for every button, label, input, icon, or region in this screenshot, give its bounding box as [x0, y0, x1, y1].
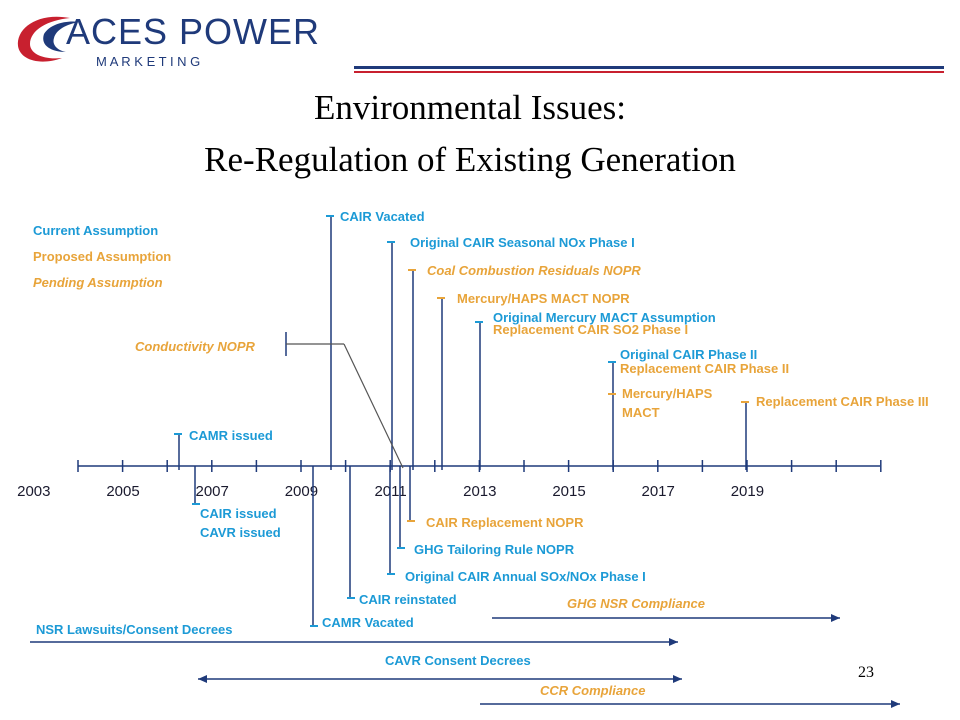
axis-year-label: 2017 [642, 483, 675, 500]
event-label: Replacement CAIR Phase II [620, 361, 789, 376]
event-label: CAIR reinstated [359, 592, 457, 607]
header-rule-accent [354, 71, 944, 73]
event-label: CAMR issued [189, 428, 273, 443]
event-label: CAIR Vacated [340, 209, 425, 224]
slide-title-line2: Re-Regulation of Existing Generation [204, 140, 736, 179]
range-arrow-cavr-head [673, 675, 682, 683]
range-arrow-ghg-nsr-head [831, 614, 840, 622]
range-label: GHG NSR Compliance [567, 596, 705, 611]
axis-year-label: 2003 [17, 483, 50, 500]
range-label: NSR Lawsuits/Consent Decrees [36, 622, 233, 637]
range-label: CCR Compliance [540, 683, 645, 698]
event-label: CAIR issued [200, 506, 277, 521]
axis-year-label: 2009 [285, 483, 318, 500]
legend-item-current: Current Assumption [33, 223, 158, 238]
event-label: Replacement CAIR SO2 Phase I [493, 322, 688, 337]
event-label: CAIR Replacement NOPR [426, 515, 584, 530]
range-arrow-ccr-head [891, 700, 900, 708]
axis-year-label: 2013 [463, 483, 496, 500]
event-label: MACT [622, 405, 660, 420]
logo-line1: ACES POWER [66, 11, 320, 52]
logo-swoosh-blue-icon [43, 21, 80, 52]
slide-title-line1: Environmental Issues: [313, 88, 627, 127]
legend-item-pending: Pending Assumption [33, 275, 163, 290]
conductivity-connector [343, 343, 404, 469]
event-label: Mercury/HAPS MACT NOPR [457, 291, 630, 306]
axis-year-label: 2005 [106, 483, 139, 500]
range-arrow-cavr-tail [198, 675, 207, 683]
event-label-conductivity: Conductivity NOPR [135, 339, 256, 354]
range-label: CAVR Consent Decrees [385, 653, 531, 668]
event-label: GHG Tailoring Rule NOPR [414, 542, 575, 557]
logo-line2: M A R K E T I N G [96, 54, 200, 69]
header-rule [354, 66, 944, 69]
event-label: Replacement CAIR Phase III [756, 394, 929, 409]
event-label: Original Mercury MACT Assumption [493, 310, 716, 325]
axis-year-label: 2019 [731, 483, 764, 500]
event-label: Original CAIR Phase II [620, 347, 757, 362]
event-label: Coal Combustion Residuals NOPR [427, 263, 641, 278]
axis-year-label: 2007 [196, 483, 229, 500]
event-label: Mercury/HAPS [622, 386, 713, 401]
aces-power-logo: ACES POWER M A R K E T I N G [17, 11, 320, 69]
range-arrow-nsr-lawsuits-head [669, 638, 678, 646]
legend-item-proposed: Proposed Assumption [33, 249, 171, 264]
logo-swoosh-icon [17, 16, 70, 62]
event-label: Original CAIR Annual SOx/NOx Phase I [405, 569, 646, 584]
event-label: CAVR issued [200, 525, 281, 540]
event-label: CAMR Vacated [322, 615, 414, 630]
slide-number: 23 [858, 664, 874, 681]
axis-year-label: 2015 [552, 483, 585, 500]
event-label: Original CAIR Seasonal NOx Phase I [410, 235, 635, 250]
